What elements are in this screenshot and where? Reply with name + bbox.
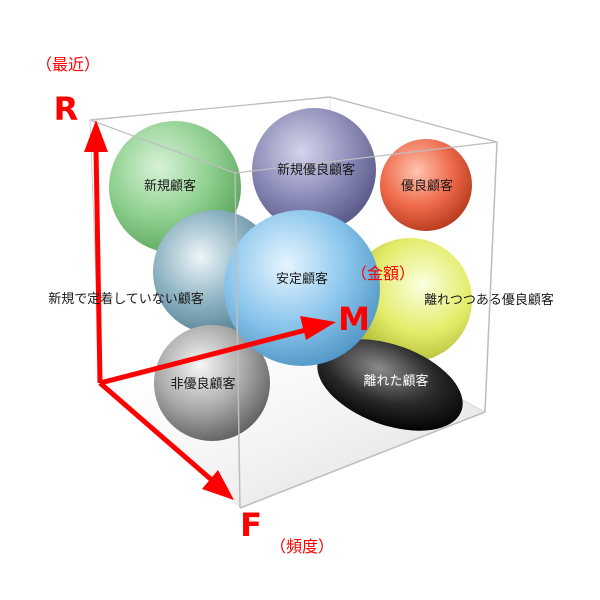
axis-r-letter: R — [54, 90, 79, 128]
label-stable-customer: 安定顧客 — [276, 271, 328, 287]
label-non-loyal-customer: 非優良顧客 — [170, 376, 235, 392]
axis-m-label: （金額） — [351, 264, 415, 283]
axis-r-label: （最近） — [36, 55, 100, 74]
axis-f-label: （頻度） — [270, 537, 334, 556]
axis-m-arrow — [99, 316, 336, 386]
label-new-customer: 新規顧客 — [144, 178, 196, 194]
label-new-loyal-customer: 新規優良顧客 — [277, 162, 355, 178]
axis-m-letter: M — [338, 300, 370, 338]
ellipse-lost-customer — [317, 339, 463, 431]
axis-f-arrow — [98, 381, 234, 500]
sphere-drifting-loyal-customer — [348, 238, 472, 362]
sphere-new-loyal-customer — [252, 108, 376, 232]
label-drifting-loyal-customer: 離れつつある優良顧客 — [424, 292, 554, 308]
axis-r-arrow — [84, 120, 108, 384]
label-new-not-settled-customer: 新規で定着していない顧客 — [48, 291, 204, 307]
label-loyal-customer: 優良顧客 — [401, 178, 453, 194]
sphere-non-loyal-customer — [154, 325, 270, 441]
label-lost-customer: 離れた顧客 — [363, 373, 428, 389]
sphere-loyal-customer — [380, 139, 472, 231]
axis-f-letter: F — [240, 506, 262, 544]
sphere-stable-customer — [224, 210, 380, 366]
